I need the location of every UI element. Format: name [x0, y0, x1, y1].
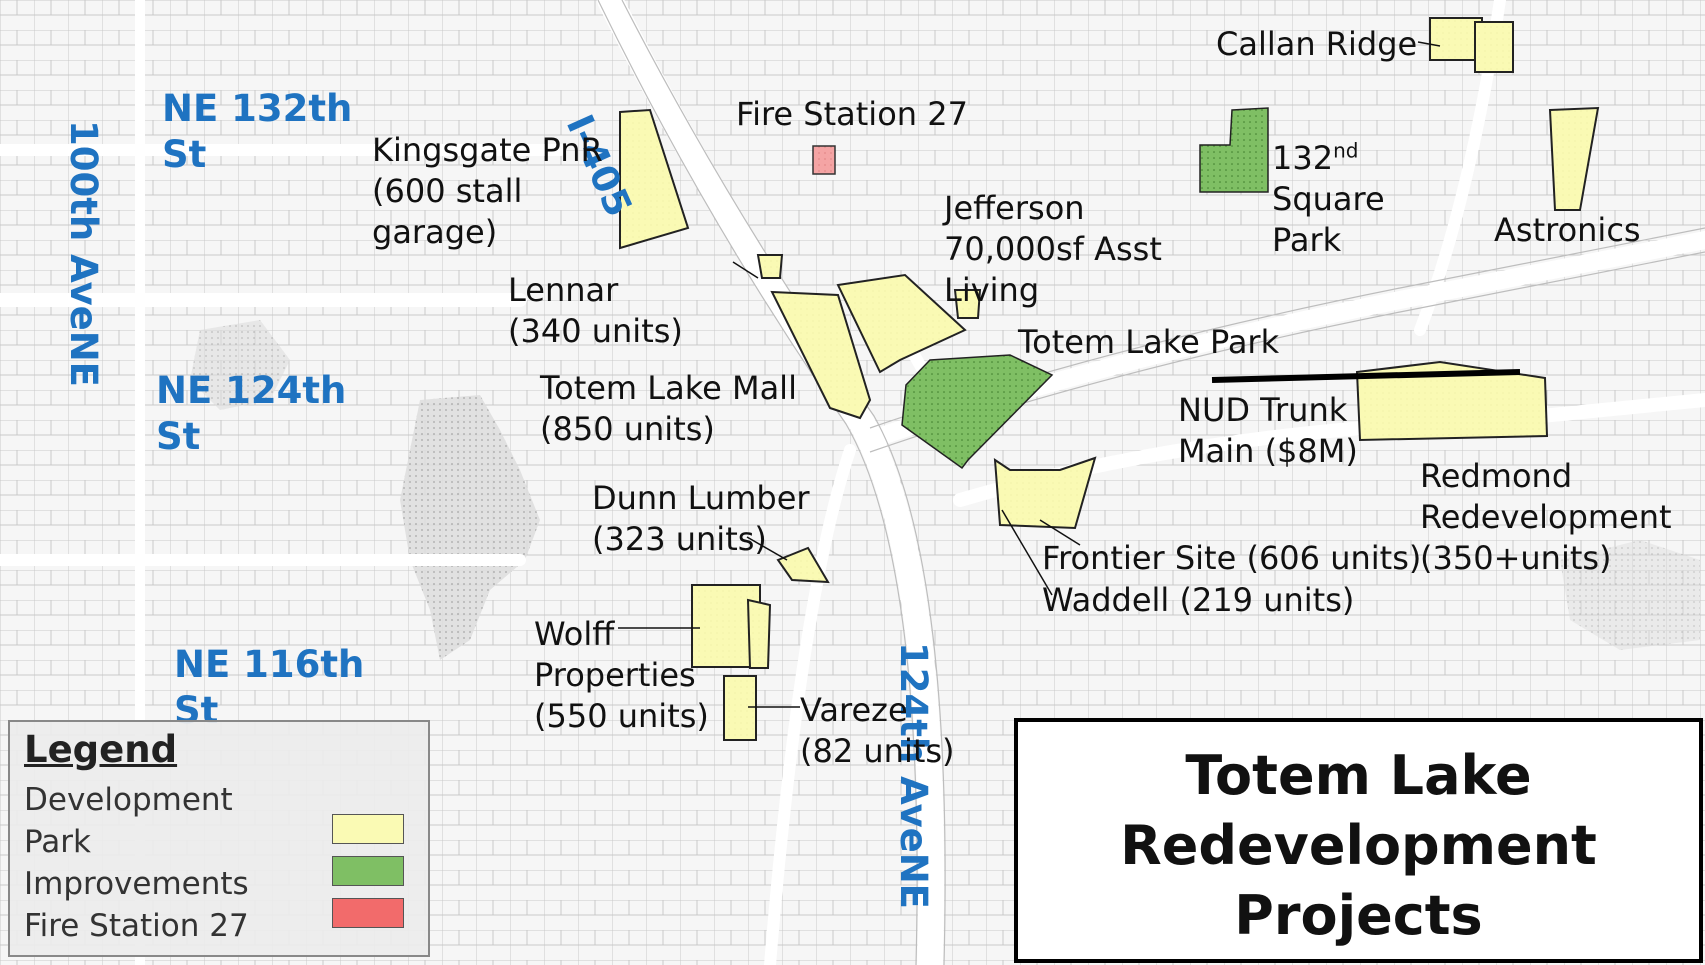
label-line: (600 stall — [372, 172, 523, 210]
label-132nd-square-park: 132nd Square Park — [1272, 138, 1385, 261]
label-wolff-properties: Wolff Properties (550 units) — [534, 614, 709, 737]
label-frontier-site: Frontier Site (606 units) — [1042, 539, 1422, 577]
label-line: Properties — [534, 656, 696, 694]
map-title-box: Totem Lake Redevelopment Projects — [1014, 718, 1703, 963]
road-label-line: St — [156, 415, 201, 458]
label-line: Wolff — [534, 615, 615, 653]
legend-swatch-fire-station — [332, 898, 404, 928]
legend-swatch-development — [332, 814, 404, 844]
road-label-line: NE — [892, 852, 935, 909]
label-fire-station-27: Fire Station 27 — [736, 95, 968, 133]
road-label-line: NE 116th — [174, 643, 365, 686]
label-line: Kingsgate PnR — [372, 131, 603, 169]
label-totem-lake-park: Totem Lake Park — [1018, 323, 1280, 361]
label-line: Totem Lake Mall — [540, 369, 797, 407]
label-kingsgate-pnr: Kingsgate PnR (600 stall garage) — [372, 130, 603, 253]
park-improvements — [901, 107, 1269, 470]
legend-swatch-park-improvements — [332, 856, 404, 886]
label-line: (850 units) — [540, 410, 715, 448]
label-dunn-lumber: Dunn Lumber (323 units) — [592, 478, 810, 560]
legend-title: Legend — [24, 728, 178, 771]
label-waddell: Waddell (219 units) — [1042, 581, 1355, 619]
road-label-ne-124th: NE 124th St — [156, 368, 346, 460]
label-line: NUD Trunk — [1178, 391, 1348, 429]
label-line: Vareze — [800, 691, 908, 729]
label-line: Redmond — [1420, 457, 1573, 495]
label-line: Park — [1272, 221, 1342, 259]
legend: Legend Development Park Improvements Fir… — [8, 720, 430, 957]
label-line: Jefferson — [944, 189, 1085, 227]
label-nud-trunk-main: NUD Trunk Main ($8M) — [1178, 390, 1358, 472]
map-title-line-1: Totem Lake — [1185, 744, 1532, 807]
label-jefferson: Jefferson 70,000sf Asst Living — [944, 188, 1162, 311]
legend-item-park: Park — [24, 824, 91, 860]
label-vareze: Vareze (82 units) — [800, 690, 955, 772]
label-astronics: Astronics — [1494, 211, 1641, 249]
label-line: garage) — [372, 213, 498, 251]
road-label-line: St — [162, 133, 207, 176]
label-line: (550 units) — [534, 697, 709, 735]
label-lennar: Lennar (340 units) — [508, 270, 683, 352]
road-label-line: 124th Ave — [892, 642, 935, 853]
development-parcels — [619, 17, 1600, 741]
legend-item-improvements: Improvements — [24, 866, 249, 902]
label-line: (323 units) — [592, 520, 767, 558]
road-label-ne-132th: NE 132th St — [162, 86, 352, 178]
nud-trunk-main-line — [1211, 369, 1521, 383]
label-line: Main ($8M) — [1178, 432, 1358, 470]
road-label-line: NE — [62, 330, 105, 387]
map-title-line-3: Projects — [1234, 884, 1483, 947]
label-line: Living — [944, 271, 1040, 309]
label-callan-ridge: Callan Ridge — [1216, 25, 1418, 63]
road-label-line: NE 124th — [156, 369, 347, 412]
label-line: 70,000sf Asst — [944, 230, 1162, 268]
label-line: Redevelopment — [1420, 498, 1672, 536]
road-label-ne-100th-ave: 100th AveNE — [60, 120, 106, 387]
label-line: (82 units) — [800, 732, 955, 770]
label-line: (350+units) — [1420, 539, 1612, 577]
label-line: 132nd — [1272, 138, 1359, 177]
label-line: Square — [1272, 180, 1385, 218]
map-title-line-2: Redevelopment — [1120, 814, 1597, 877]
fire-station-parcel — [812, 145, 836, 175]
road-label-line: NE 132th — [162, 87, 353, 130]
label-line: (340 units) — [508, 312, 683, 350]
legend-item-fire-station: Fire Station 27 — [24, 908, 249, 944]
label-line: Dunn Lumber — [592, 479, 810, 517]
legend-item-development: Development — [24, 782, 233, 818]
road-label-124th-ave: 124th AveNE — [890, 642, 936, 909]
label-totem-lake-mall: Totem Lake Mall (850 units) — [540, 368, 797, 450]
road-label-line: 100th Ave — [62, 120, 105, 331]
label-line: Lennar — [508, 271, 619, 309]
label-redmond-redevelopment: Redmond Redevelopment (350+units) — [1420, 456, 1672, 579]
